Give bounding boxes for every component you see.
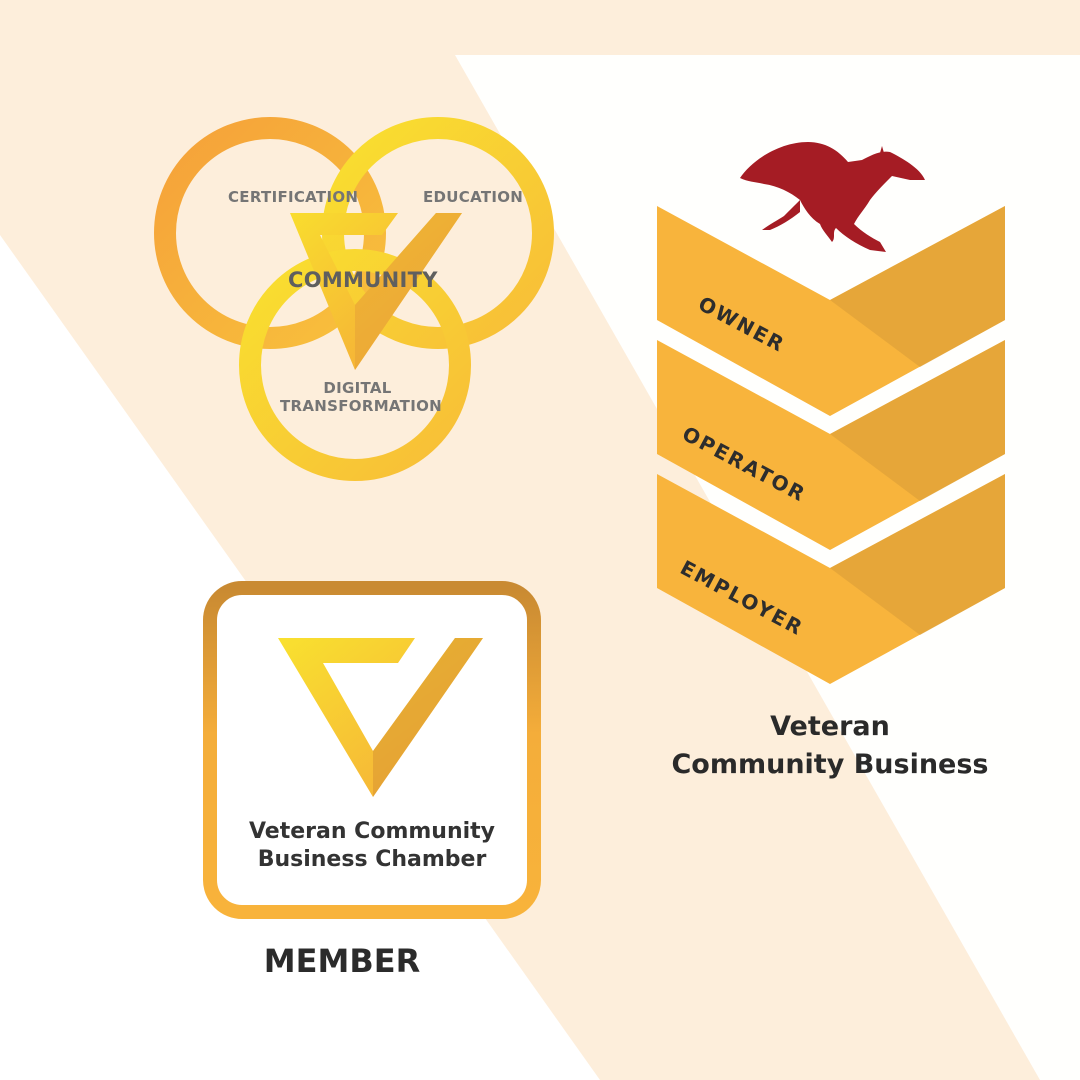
vcb-title-line1: Veteran (770, 711, 890, 742)
member-badge (203, 581, 541, 919)
member-label: MEMBER (263, 942, 421, 980)
chevron-employer (657, 474, 1005, 684)
venn-digital-line2: TRANSFORMATION (280, 397, 442, 415)
rank-chevrons (657, 142, 1005, 684)
vcb-title-line2: Community Business (671, 749, 989, 780)
badge-title-line2: Business Chamber (257, 847, 487, 872)
kangaroo-icon (740, 142, 925, 252)
venn-education-label: EDUCATION (423, 188, 524, 206)
badge-title-line1: Veteran Community (248, 819, 496, 844)
chevron-owner (657, 206, 1005, 416)
venn-certification-label: CERTIFICATION (228, 188, 359, 206)
chevron-operator (657, 340, 1005, 550)
venn-digital-label: DIGITAL TRANSFORMATION (280, 379, 442, 415)
venn-digital-line1: DIGITAL (323, 379, 392, 397)
vcb-title: Veteran Community Business (640, 708, 1020, 784)
venn-diagram (154, 117, 554, 481)
badge-title: Veteran Community Business Chamber (203, 818, 541, 874)
venn-community-label: COMMUNITY (288, 268, 438, 292)
